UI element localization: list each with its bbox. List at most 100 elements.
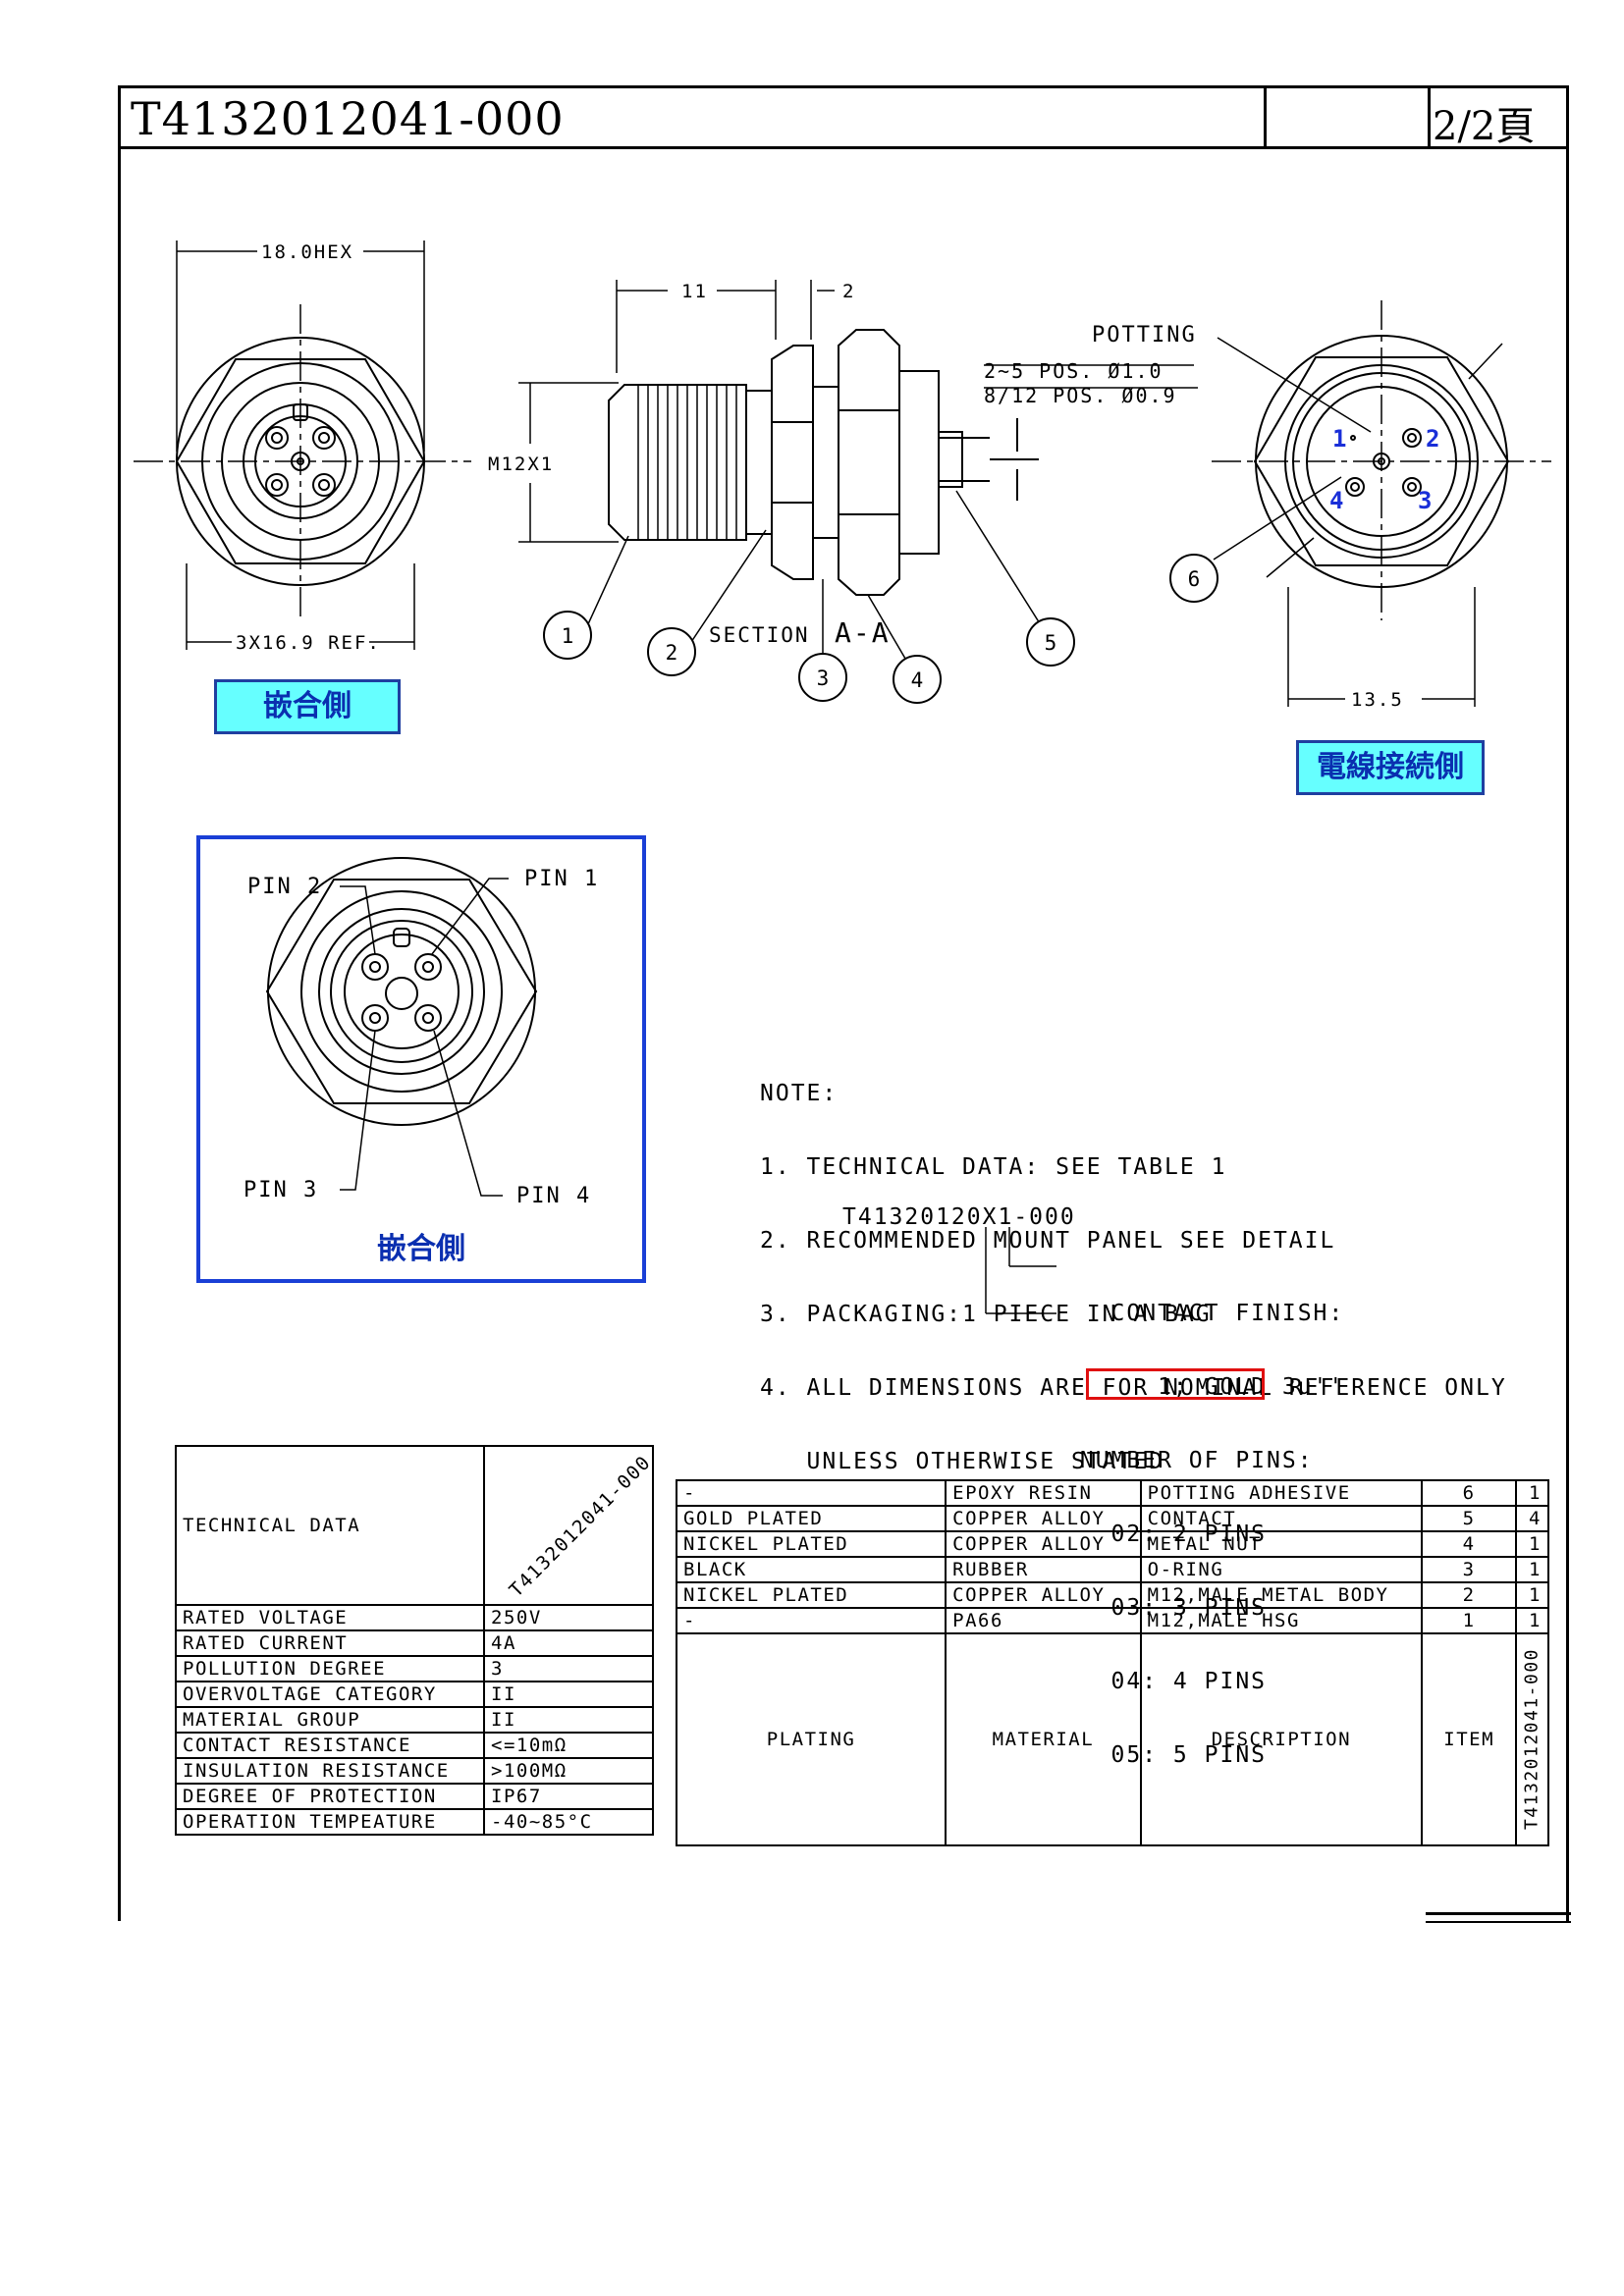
potting-label: POTTING [1092,323,1197,347]
pin-number-4: 4 [1329,487,1343,514]
dim-11: 11 [681,281,708,302]
hole-note-2: 8/12 POS. Ø0.9 [984,384,1177,407]
bom-header-material: MATERIAL [945,1632,1142,1846]
bom-qty: 1 [1515,1479,1549,1507]
tech-value: <=10mΩ [483,1732,654,1759]
note-line: 2. RECOMMENDED MOUNT PANEL SEE DETAIL [760,1228,1336,1254]
page-number: 2/2頁 [1433,104,1536,149]
dim-2: 2 [842,281,855,302]
bom-header-plating: PLATING [675,1632,947,1846]
section-name: A-A [835,616,891,649]
bom-description: CONTACT [1139,1505,1424,1532]
tech-label: MATERIAL GROUP [175,1706,485,1734]
bom-material: COPPER ALLOY [945,1530,1142,1558]
tech-value: IP67 [483,1783,654,1810]
balloon-6 [1169,554,1218,603]
bom-qty: 1 [1515,1556,1549,1583]
mating-side-label: 嵌合側 [214,679,401,734]
bom-description: M12,MALE,METAL BODY [1139,1581,1424,1609]
bom-qty: 4 [1515,1505,1549,1532]
balloon-1 [543,611,592,660]
tech-value: II [483,1706,654,1734]
document-id: T4132012041-000 [131,92,565,145]
bom-qty: 1 [1515,1581,1549,1609]
tech-label: DEGREE OF PROTECTION [175,1783,485,1810]
dim-thread: M12X1 [488,454,554,475]
bom-material: RUBBER [945,1556,1142,1583]
balloon-3 [798,653,847,702]
bom-qty: 1 [1515,1607,1549,1634]
tech-part-rotated: T4132012041-000 [505,1451,653,1602]
bom-plating: - [675,1607,947,1634]
tech-value: >100MΩ [483,1757,654,1785]
front-view-mating [134,240,471,650]
bom-qty: 1 [1515,1530,1549,1558]
balloon-2 [647,627,696,676]
table-row: INSULATION RESISTANCE>100MΩ [175,1757,654,1785]
bom-description: O-RING [1139,1556,1424,1583]
bottom-rule [1426,1912,1571,1923]
notes-block: NOTE: 1. TECHNICAL DATA: SEE TABLE 1 2. … [760,1033,1507,1499]
balloon-2-label: 2 [666,641,678,665]
table-row: CONTACT RESISTANCE<=10mΩ [175,1732,654,1759]
tech-label: RATED VOLTAGE [175,1604,485,1631]
bom-header-description: DESCRIPTION [1139,1632,1424,1846]
balloon-3-label: 3 [817,667,830,690]
bom-item: 2 [1421,1581,1518,1609]
bom-item: 1 [1421,1607,1518,1634]
tech-label: RATED CURRENT [175,1629,485,1657]
section-view [518,280,1198,665]
drawing-frame: T4132012041-000 2/2頁 [118,85,1569,1921]
bom-side-part: T4132012041-000 [1521,1647,1543,1831]
bom-item: 5 [1421,1505,1518,1532]
technical-data-table: TECHNICAL DATA T4132012041-000 RATED VOL… [175,1445,654,1836]
bom-item: 4 [1421,1530,1518,1558]
note-line: NOTE: [760,1081,839,1106]
tech-value: 4A [483,1629,654,1657]
code-bracket-lines [985,1227,1056,1314]
tech-value: 3 [483,1655,654,1682]
bom-plating: BLACK [675,1556,947,1583]
part-code: T41320120X1-000 [842,1204,1076,1230]
note-line: 1. TECHNICAL DATA: SEE TABLE 1 [760,1154,1227,1180]
note-line: 3. PACKAGING:1 PIECE IN A BAG [760,1302,1212,1327]
bom-description: POTTING ADHESIVE [1139,1479,1424,1507]
tech-label: OVERVOLTAGE CATEGORY [175,1681,485,1708]
tech-value: 250V [483,1604,654,1631]
title-block: T4132012041-000 2/2頁 [121,88,1566,149]
pin-4-label: PIN 4 [516,1184,591,1208]
balloon-5 [1026,617,1075,667]
pin-detail-box: 嵌合側 [196,835,646,1283]
mating-side-label-2: 嵌合側 [377,1232,465,1266]
bom-material: PA66 [945,1607,1142,1634]
header-blank-cell [1264,88,1431,146]
selected-pins-highlight [1086,1368,1265,1400]
balloon-4-label: 4 [911,668,924,692]
bom-plating: NICKEL PLATED [675,1581,947,1609]
dim-ref: 3X16.9 REF. [236,632,381,654]
table-row: OPERATION TEMPEATURE-40~85°C [175,1808,654,1836]
pin-number-2: 2 [1426,425,1439,453]
bom-material: COPPER ALLOY [945,1581,1142,1609]
section-label: SECTION [709,623,810,647]
note-line: UNLESS OTHERWISE STATED [760,1449,1165,1474]
pin-3-label: PIN 3 [244,1178,318,1202]
tech-label: OPERATION TEMPEATURE [175,1808,485,1836]
tech-label: POLLUTION DEGREE [175,1655,485,1682]
pin-number-1: 1 [1332,425,1346,453]
bom-item: 6 [1421,1479,1518,1507]
tech-label: INSULATION RESISTANCE [175,1757,485,1785]
wire-side-label: 電線接続側 [1296,740,1485,795]
